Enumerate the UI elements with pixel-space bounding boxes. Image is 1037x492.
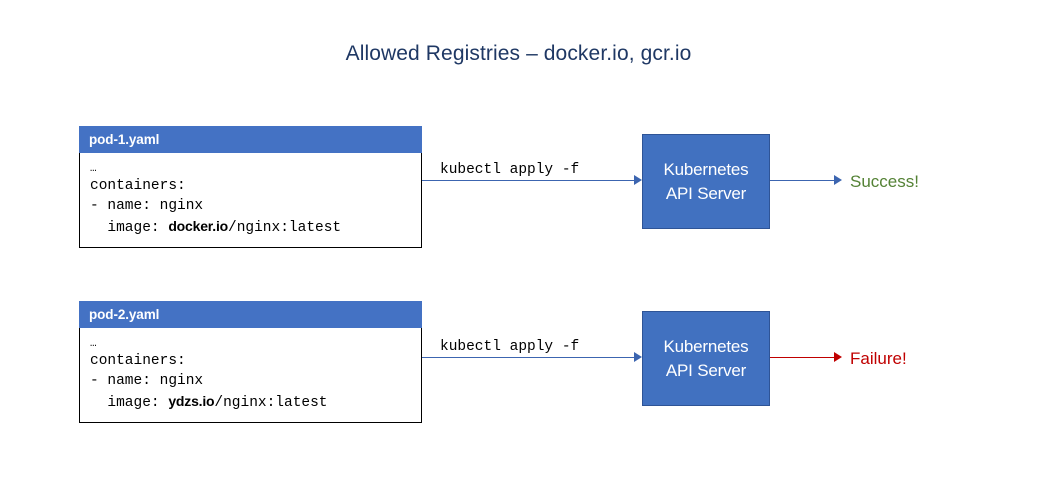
yaml-line-name: - name: nginx [90, 373, 204, 389]
yaml-line-image-prefix: image: [90, 395, 169, 411]
api-server-line2: API Server [665, 360, 747, 380]
arrow-head-icon [834, 352, 842, 362]
api-server-line1: Kubernetes [663, 336, 749, 356]
arrow-apply-row-2 [422, 348, 642, 368]
yaml-line-containers: containers: [90, 178, 186, 194]
result-label-failure: Failure! [850, 349, 907, 368]
yaml-image-suffix: /nginx:latest [214, 395, 328, 411]
command-label-row-1: kubectl apply -f [440, 162, 580, 178]
yaml-line-image-prefix: image: [90, 220, 169, 236]
yaml-line-containers: containers: [90, 353, 186, 369]
yaml-line-name: - name: nginx [90, 198, 204, 214]
arrow-head-icon [634, 352, 642, 362]
api-server-line1: Kubernetes [663, 159, 749, 179]
arrow-head-icon [634, 175, 642, 185]
arrow-apply-row-1 [422, 171, 642, 191]
api-server-box-row-2: Kubernetes API Server [642, 311, 770, 406]
result-label-success: Success! [850, 172, 919, 191]
command-label-row-2: kubectl apply -f [440, 339, 580, 355]
yaml-line-ellipsis: … [90, 163, 98, 175]
yaml-card-body-pod-1: … containers: - name: nginx image: docker… [79, 153, 422, 248]
arrow-line [770, 180, 835, 182]
yaml-image-suffix: /nginx:latest [228, 220, 342, 236]
yaml-image-registry: ydzs.io [168, 393, 215, 409]
page-title: Allowed Registries – docker.io, gcr.io [345, 42, 692, 65]
yaml-line-ellipsis: … [90, 338, 98, 350]
yaml-card-title-pod-2: pod-2.yaml [79, 301, 422, 328]
arrow-result-row-1 [770, 171, 842, 191]
yaml-card-pod-1: pod-1.yaml … containers: - name: nginx im… [79, 126, 422, 248]
yaml-card-body-pod-2: … containers: - name: nginx image: ydzs.i… [79, 328, 422, 423]
yaml-card-pod-2: pod-2.yaml … containers: - name: nginx im… [79, 301, 422, 423]
yaml-image-registry: docker.io [168, 218, 228, 234]
arrow-line [422, 357, 635, 359]
arrow-result-row-2 [770, 348, 842, 368]
yaml-card-title-pod-1: pod-1.yaml [79, 126, 422, 153]
api-server-line2: API Server [665, 183, 747, 203]
arrow-head-icon [834, 175, 842, 185]
arrow-line [422, 180, 635, 182]
arrow-line [770, 357, 835, 359]
api-server-box-row-1: Kubernetes API Server [642, 134, 770, 229]
